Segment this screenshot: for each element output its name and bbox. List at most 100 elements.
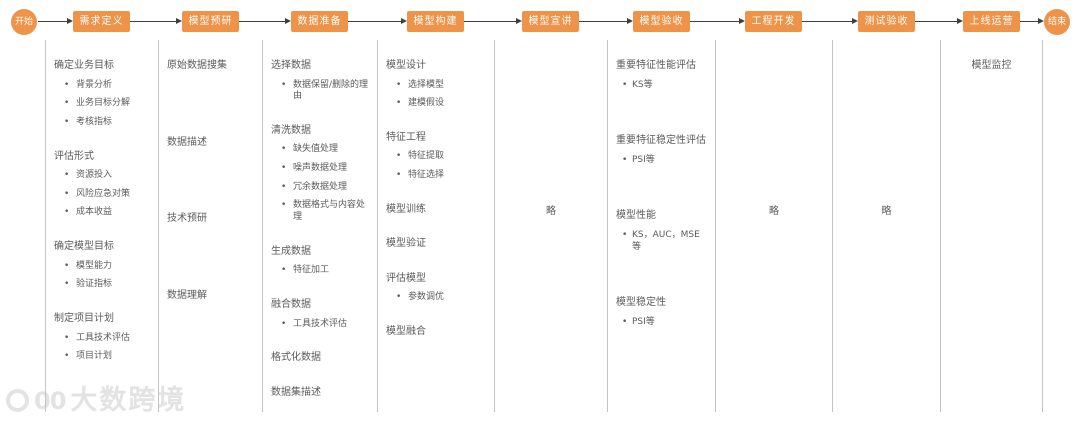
section-title: 数据理解 — [167, 289, 207, 301]
bullet-item: 建模假设 — [394, 98, 486, 110]
stage-column-3: 选择数据数据保留/删除的理由清洗数据缺失值处理噪声数据处理冗余数据处理数据格式与… — [271, 60, 369, 421]
task-section: 制定项目计划工具技术评估项目计划 — [54, 313, 150, 363]
task-section: 模型验证 — [386, 238, 486, 251]
section-title: 确定业务目标 — [54, 60, 114, 71]
section-title: 模型融合 — [386, 325, 426, 337]
column-divider — [494, 40, 495, 412]
bullet-list: PSI等 — [622, 155, 707, 167]
bullet-item: KS等 — [622, 80, 707, 92]
watermark: 00 大数跨境 — [6, 387, 186, 414]
stage-box-3: 数据准备 — [291, 11, 348, 32]
bullet-list: 工具技术评估 — [279, 319, 369, 331]
column-divider — [1042, 40, 1043, 412]
section-title: 清洗数据 — [271, 124, 311, 136]
section-title: 融合数据 — [271, 299, 311, 310]
section-title: 模型监控 — [971, 60, 1012, 71]
bullet-item: 数据保留/删除的理由 — [279, 80, 369, 103]
bullet-item: 业务目标分解 — [62, 98, 150, 110]
bullet-item: 成本收益 — [62, 207, 150, 219]
task-section: 确定业务目标背景分析业务目标分解考核指标 — [54, 60, 150, 129]
flow-arrow — [348, 18, 407, 24]
bullet-item: 特征加工 — [279, 265, 369, 277]
bullet-list: 特征加工 — [279, 265, 369, 277]
section-title: 重要特征性能评估 — [616, 60, 696, 71]
bullet-list: PSI等 — [622, 317, 707, 329]
task-section: 格式化数据 — [271, 352, 369, 365]
section-title: 模型验证 — [386, 238, 426, 250]
stage-column-9: 模型监控 — [949, 60, 1034, 95]
task-section: 数据理解 — [167, 290, 254, 303]
section-title: 评估模型 — [386, 272, 426, 284]
section-title: 特征工程 — [386, 131, 426, 143]
section-title: 原始数据搜集 — [167, 60, 227, 71]
flow-arrow — [38, 18, 73, 24]
column-divider — [607, 40, 608, 412]
task-section: 特征工程特征提取特征选择 — [386, 132, 486, 182]
bullet-list: 缺失值处理噪声数据处理冗余数据处理数据格式与内容处理 — [279, 144, 369, 223]
column-divider — [940, 40, 941, 412]
bullet-item: 背景分析 — [62, 80, 150, 92]
bullet-item: 特征选择 — [394, 170, 486, 182]
bullet-list: 数据保留/删除的理由 — [279, 80, 369, 103]
bullet-item: PSI等 — [622, 155, 707, 167]
bullet-list: 背景分析业务目标分解考核指标 — [62, 80, 150, 129]
bullet-list: KS等 — [622, 80, 707, 92]
stage-column-6: 重要特征性能评估KS等重要特征稳定性评估PSI等模型性能KS，AUC，MSE 等… — [616, 60, 707, 372]
bullet-list: KS，AUC，MSE 等 — [622, 230, 707, 253]
task-section: 模型融合 — [386, 326, 486, 339]
stage-column-7: 略 — [724, 60, 824, 217]
bullet-item: 考核指标 — [62, 117, 150, 129]
task-section: 数据描述 — [167, 137, 254, 150]
stage-column-2: 原始数据搜集数据描述技术预研数据理解 — [167, 60, 254, 366]
flow-arrow — [915, 18, 963, 24]
section-title: 数据集描述 — [271, 386, 321, 398]
task-section: 模型性能 KS，AUC，MSE 等 — [616, 210, 707, 253]
task-section: 模型稳定性PSI等 — [616, 297, 707, 328]
bullet-item: 工具技术评估 — [279, 319, 369, 331]
column-divider — [262, 40, 263, 412]
stage-box-5: 模型宣讲 — [522, 11, 579, 32]
task-section: 模型训练 — [386, 204, 486, 217]
bullet-item: PSI等 — [622, 317, 707, 329]
stage-box-1: 需求定义 — [73, 11, 130, 32]
task-section: 原始数据搜集 — [167, 60, 254, 73]
stage-box-7: 工程开发 — [745, 11, 802, 32]
section-title: 重要特征稳定性评估 — [616, 135, 706, 147]
task-section: 生成数据特征加工 — [271, 246, 369, 277]
stage-box-2: 模型预研 — [182, 11, 239, 32]
watermark-logo-zeros: 00 — [34, 386, 66, 415]
stage-column-8: 略 — [841, 60, 932, 217]
stage-column-5: 略 — [503, 60, 599, 217]
task-section: 融合数据工具技术评估 — [271, 299, 369, 330]
end-node: 结束 — [1044, 9, 1070, 35]
bullet-item: 资源投入 — [62, 170, 150, 182]
column-divider — [377, 40, 378, 412]
section-title: 模型性能 — [616, 210, 656, 222]
column-divider — [715, 40, 716, 412]
bullet-item: 风险应急对策 — [62, 189, 150, 201]
task-section: 选择数据数据保留/删除的理由 — [271, 60, 369, 103]
section-title: 技术预研 — [167, 213, 207, 224]
bullet-item: 噪声数据处理 — [279, 163, 369, 175]
bullet-item: 数据格式与内容处理 — [279, 200, 369, 223]
bullet-item: KS，AUC，MSE 等 — [622, 230, 707, 253]
task-section: 评估模型参数调优 — [386, 273, 486, 304]
section-title: 评估形式 — [54, 150, 94, 162]
bullet-list: 工具技术评估项目计划 — [62, 333, 150, 363]
column-divider — [832, 40, 833, 412]
bullet-item: 工具技术评估 — [62, 333, 150, 345]
bullet-item: 项目计划 — [62, 351, 150, 363]
bullet-item: 缺失值处理 — [279, 144, 369, 156]
watermark-brand: 大数跨境 — [70, 385, 187, 416]
section-title: 模型训练 — [386, 203, 426, 215]
bullet-item: 选择模型 — [394, 80, 486, 92]
bullet-list: 参数调优 — [394, 292, 486, 304]
section-title: 选择数据 — [271, 60, 311, 71]
task-section: 模型监控 — [949, 60, 1034, 73]
stage-column-1: 确定业务目标背景分析业务目标分解考核指标评估形式资源投入风险应急对策成本收益 确定… — [54, 60, 150, 385]
flow-arrow — [690, 18, 745, 24]
task-section: 模型设计选择模型建模假设 — [386, 60, 486, 110]
bullet-list: 选择模型建模假设 — [394, 80, 486, 110]
stage-box-6: 模型验收 — [633, 11, 690, 32]
